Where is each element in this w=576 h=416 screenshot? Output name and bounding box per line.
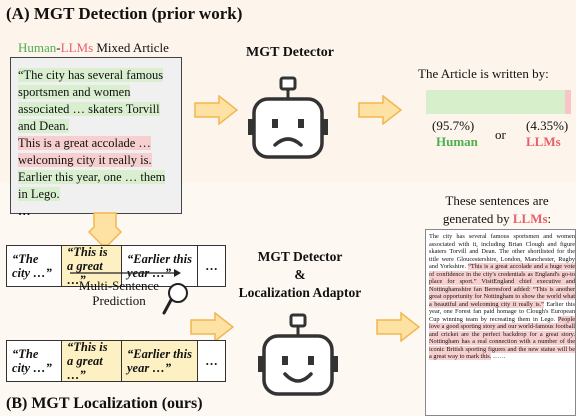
sentence-row-bottom: “The city …” “This is a great …” “Earlie… xyxy=(6,340,226,382)
sentences-title-end: : xyxy=(547,211,552,226)
legend-rest: Mixed Article xyxy=(93,40,169,55)
legend-llms: LLMs xyxy=(60,40,94,55)
msp-line-1: Multi-Sentence xyxy=(78,278,160,293)
llm-result-label: LLMs xyxy=(526,134,561,149)
robot-sad-icon xyxy=(248,76,328,159)
section-b-title: (B) MGT Localization (ours) xyxy=(6,395,203,412)
mgt-detector-label: MGT Detector xyxy=(246,45,334,60)
right-arrow-icon xyxy=(376,312,420,342)
right-arrow-icon xyxy=(358,95,402,125)
human-sentence-2: Earlier this year, one … them in Lego. xyxy=(18,170,166,201)
right-arrow-icon xyxy=(190,312,234,342)
prediction-direction-arrow-icon xyxy=(70,269,181,277)
bar-human-segment xyxy=(426,90,565,114)
sentence-cell-more: … xyxy=(198,245,226,287)
sentence-cell: “The city …” xyxy=(6,245,62,287)
human-result-label: Human xyxy=(436,134,478,149)
human-percentage: (95.7%) xyxy=(432,118,475,133)
llm-percentage: (4.35%) xyxy=(526,118,569,133)
mixed-article-legend: Human-LLMs Mixed Article xyxy=(18,40,169,56)
loc-line-3: Localization Adaptor xyxy=(238,285,362,300)
robot-happy-icon xyxy=(258,313,338,396)
msp-line-2: Prediction xyxy=(92,293,146,308)
or-text: or xyxy=(495,127,506,142)
sentence-cell: “This is a great …” xyxy=(62,340,122,382)
sentence-cell: “Earlier this year …” xyxy=(122,245,198,287)
human-text-1: The city has several famous sportsmen an… xyxy=(429,233,575,270)
result-title: The Article is written by: xyxy=(418,66,549,81)
legend-human: Human xyxy=(18,40,57,55)
sentences-title-line-1: These sentences are xyxy=(445,193,549,208)
localized-article-box: The city has several famous sportsmen an… xyxy=(425,229,576,416)
sentences-title-mid: generated by xyxy=(442,211,513,226)
loc-line-2: & xyxy=(294,267,306,282)
llm-text-2: People love a good sporting story and ou… xyxy=(429,315,575,360)
section-a-title: (A) MGT Detection (prior work) xyxy=(6,4,243,23)
authorship-bar xyxy=(426,90,571,114)
sentence-row-top: “The city …” “This is a great …” “Earlie… xyxy=(6,245,226,287)
localization-adaptor-label: MGT Detector & Localization Adaptor xyxy=(230,248,370,302)
loc-line-1: MGT Detector xyxy=(257,249,343,264)
llm-sentence-1: This is a great accolade … welcoming cit… xyxy=(18,136,152,167)
multi-sentence-prediction-label: Multi-Sentence Prediction xyxy=(60,278,178,308)
down-arrow-icon xyxy=(88,212,122,246)
text-ellipsis: …… xyxy=(491,353,506,360)
legend-dash: - xyxy=(56,40,61,55)
article-ellipsis: … xyxy=(18,204,31,218)
human-sentence-1: “The city has several famous sportsmen a… xyxy=(18,68,164,133)
sentence-cell: “This is a great …” xyxy=(62,245,122,287)
sentence-cell: “The city …” xyxy=(6,340,62,382)
sentences-title: These sentences are generated by LLMs: xyxy=(418,192,576,228)
magnifier-icon xyxy=(162,283,188,315)
bar-llm-segment xyxy=(564,90,571,114)
sentence-cell-more: … xyxy=(198,340,226,382)
mixed-article-box: “The city has several famous sportsmen a… xyxy=(10,57,182,218)
right-arrow-icon xyxy=(194,95,238,125)
sentences-title-llm: LLMs xyxy=(512,211,548,226)
human-text-2: Earlier this year, one Forest fan paid h… xyxy=(429,300,575,323)
sentence-cell: “Earlier this year …” xyxy=(122,340,198,382)
